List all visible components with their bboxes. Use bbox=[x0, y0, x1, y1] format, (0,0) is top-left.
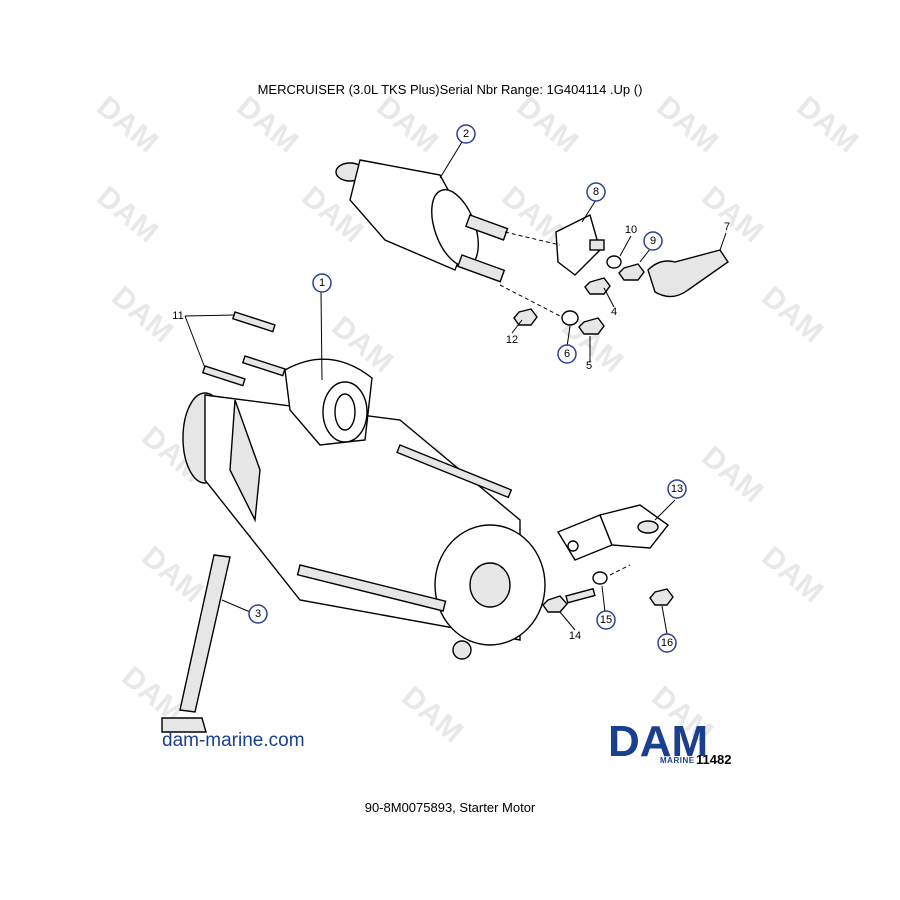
callout-circle bbox=[667, 479, 687, 499]
solenoid-drawing bbox=[335, 159, 509, 283]
watermark-text: DAM bbox=[696, 180, 770, 249]
callout-12: 12 bbox=[506, 334, 518, 346]
watermark-text: DAM bbox=[696, 440, 770, 509]
callout-circle bbox=[643, 231, 663, 251]
watermark-text: DAM bbox=[791, 90, 865, 159]
logo-text: DAM bbox=[608, 722, 708, 766]
callout-label: 10 bbox=[625, 224, 637, 236]
callout-circle bbox=[557, 344, 577, 364]
callout-label: 14 bbox=[569, 630, 581, 642]
long-bolt-drawing bbox=[161, 554, 231, 733]
watermark-text: DAM bbox=[91, 90, 165, 159]
callout-circle bbox=[456, 124, 476, 144]
callout-label: 2 bbox=[463, 128, 469, 140]
watermark-text: DAM bbox=[651, 90, 725, 159]
callout-15: 15 bbox=[596, 610, 616, 630]
callout-label: 11 bbox=[172, 310, 183, 322]
callout-circle bbox=[248, 604, 268, 624]
callout-label: 16 bbox=[661, 637, 673, 649]
callout-7: 7 bbox=[724, 221, 730, 233]
watermark-text: DAM bbox=[231, 90, 305, 159]
website-link[interactable]: dam-marine.com bbox=[162, 730, 305, 751]
diagram-number: 11482 bbox=[696, 752, 732, 767]
callout-1: 1 bbox=[312, 273, 332, 293]
logo-subtitle: MARINE bbox=[660, 756, 695, 765]
callout-label: 6 bbox=[564, 348, 570, 360]
diagram-caption: 90-8M0075893, Starter Motor bbox=[364, 800, 536, 815]
callout-label: 15 bbox=[600, 614, 612, 626]
callout-label: 12 bbox=[506, 334, 518, 346]
callout-11: 11 bbox=[172, 310, 183, 322]
callout-16: 16 bbox=[657, 633, 677, 653]
callout-10: 10 bbox=[625, 224, 637, 236]
watermark-text: DAM bbox=[756, 540, 830, 609]
mounting-bracket-drawing bbox=[542, 504, 674, 613]
leader-lines bbox=[184, 141, 727, 635]
callout-circle bbox=[657, 633, 677, 653]
callout-label: 1 bbox=[319, 277, 325, 289]
watermark-text: DAM bbox=[106, 280, 180, 349]
callout-3: 3 bbox=[248, 604, 268, 624]
callout-6: 6 bbox=[557, 344, 577, 364]
starter-motor-body-drawing bbox=[182, 358, 546, 660]
callout-8: 8 bbox=[586, 182, 606, 202]
callout-circle bbox=[596, 610, 616, 630]
watermark-text: DAM bbox=[371, 90, 445, 159]
watermark-text: DAM bbox=[396, 680, 470, 749]
hardware-drawing bbox=[499, 231, 729, 335]
watermark-text: DAM bbox=[136, 540, 210, 609]
callout-label: 7 bbox=[724, 221, 730, 233]
diagram-title: MERCRUISER (3.0L TKS Plus)Serial Nbr Ran… bbox=[257, 82, 643, 97]
callout-label: 3 bbox=[255, 608, 261, 620]
callout-9: 9 bbox=[643, 231, 663, 251]
callout-13: 13 bbox=[667, 479, 687, 499]
callout-circle bbox=[586, 182, 606, 202]
callout-4: 4 bbox=[611, 306, 617, 318]
terminal-bracket-drawing bbox=[555, 213, 605, 276]
callout-label: 5 bbox=[586, 360, 592, 372]
callout-label: 9 bbox=[650, 235, 656, 247]
dam-marine-logo: DAM bbox=[608, 722, 708, 766]
watermark-text: DAM bbox=[511, 90, 585, 159]
callout-14: 14 bbox=[569, 630, 581, 642]
callout-2: 2 bbox=[456, 124, 476, 144]
callout-label: 13 bbox=[671, 483, 683, 495]
callout-label: 8 bbox=[593, 186, 599, 198]
watermark-text: DAM bbox=[91, 180, 165, 249]
callout-circle bbox=[312, 273, 332, 293]
callout-5: 5 bbox=[586, 360, 592, 372]
callout-label: 4 bbox=[611, 306, 617, 318]
watermark-text: DAM bbox=[756, 280, 830, 349]
mounting-bolts-drawing bbox=[201, 311, 286, 387]
